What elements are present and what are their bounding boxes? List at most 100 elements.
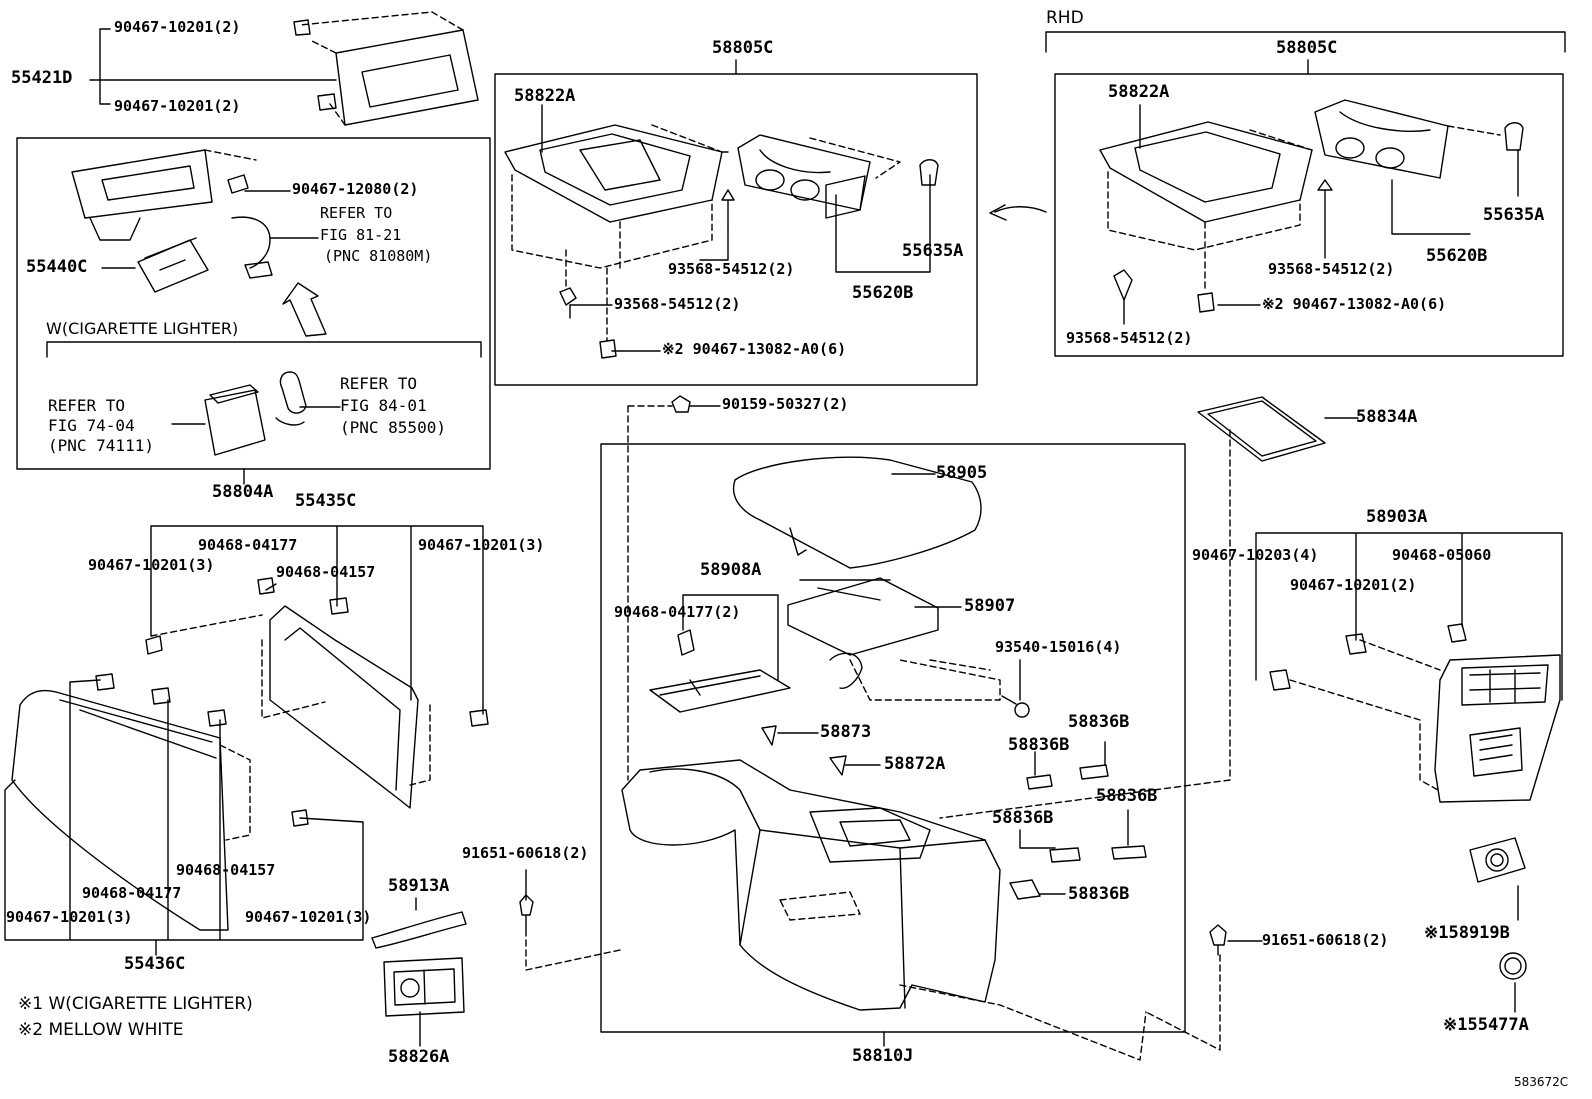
bracket-58908a — [682, 594, 779, 681]
ref-7404-l2: FIG 74-04 — [48, 416, 135, 435]
ref-8121-l3: (PNC 81080M) — [324, 247, 433, 265]
shift-bezel-rhd-frame — [1054, 73, 1564, 357]
part-label-90467-10201-c: 90467-10201(3) — [418, 536, 545, 554]
part-55436c-panel — [11, 673, 309, 931]
part-label-58836b-1: 58836B — [1008, 735, 1070, 755]
part-label-55477a: ※155477A — [1443, 1015, 1529, 1035]
part-screw-93568-left — [559, 189, 735, 359]
part-label-55620b-right: 55620B — [1426, 246, 1488, 266]
dash-91651-left — [525, 929, 621, 971]
leader-93568-upper — [699, 227, 729, 261]
part-55440c-ashtray — [137, 237, 209, 293]
leader-58836b-4 — [1019, 829, 1056, 849]
part-58919b-socket — [1469, 837, 1526, 883]
part-58810j-console — [621, 759, 1147, 1061]
part-58836b-pads — [1009, 764, 1147, 900]
leader-55620b-left — [835, 174, 931, 273]
part-label-58907: 58907 — [964, 596, 1016, 616]
part-58873-58872a — [761, 725, 847, 776]
part-55620b-right — [1314, 99, 1501, 179]
part-label-58810j: 58810J — [852, 1046, 914, 1066]
part-58834a-mat — [1197, 396, 1326, 462]
dash-91651-right — [1145, 954, 1221, 1051]
part-label-58805c-right: 58805C — [1276, 38, 1338, 58]
part-58907-hinge — [787, 577, 1001, 701]
part-58913a — [371, 911, 467, 949]
part-58822a-left — [504, 124, 731, 269]
part-55421d-bezel — [293, 11, 479, 126]
part-label-90467-10203: 90467-10203(4) — [1192, 546, 1319, 564]
part-label-90467-10201-g: 90467-10201(2) — [1290, 576, 1417, 594]
rhd-arrow — [989, 204, 1047, 221]
ref-8401-l3: (PNC 85500) — [340, 418, 446, 437]
part-label-90467-12080: 90467-12080(2) — [292, 180, 419, 198]
part-55477a-cap — [1499, 952, 1527, 980]
leader-90468-04157 — [265, 583, 277, 591]
part-label-58805c-left: 58805C — [712, 38, 774, 58]
part-58905-armrest — [733, 456, 982, 569]
part-label-58826a: 58826A — [388, 1047, 450, 1067]
part-label-93568-d: 93568-54512(2) — [1066, 329, 1193, 347]
shift-bezel-lhd-frame — [494, 73, 978, 386]
part-91651-bolts — [519, 894, 1227, 956]
ref-8401-l1: REFER TO — [340, 374, 418, 393]
part-label-90468-04157-b: 90468-04157 — [176, 861, 276, 879]
part-label-58913a: 58913A — [388, 876, 450, 896]
bracket-55436c — [4, 679, 364, 956]
part-label-58822a-left: 58822A — [514, 86, 576, 106]
figure-id: 583672C — [1514, 1075, 1569, 1089]
part-label-90467-10201-e: 90467-10201(3) — [6, 908, 133, 926]
part-label-58836b-5: 58836B — [1068, 884, 1130, 904]
part-label-90467-13082-left: ※2 90467-13082-A0(6) — [662, 340, 847, 358]
part-label-91651-b: 91651-60618(2) — [1262, 931, 1389, 949]
part-55620b-left — [737, 134, 901, 219]
part-label-55635a-left: 55635A — [902, 241, 964, 261]
ref-8121-l1: REFER TO — [320, 204, 393, 222]
part-label-55620b-left: 55620B — [852, 283, 914, 303]
part-label-90467-10201-a: 90467-10201(2) — [114, 18, 241, 36]
dash-90159 — [627, 405, 673, 781]
part-lighter-bezel — [71, 149, 273, 279]
part-label-58903a: 58903A — [1366, 507, 1428, 527]
ref-8401-l2: FIG 84-01 — [340, 396, 427, 415]
part-label-55635a-right: 55635A — [1483, 205, 1545, 225]
part-label-58822a-right: 58822A — [1108, 82, 1170, 102]
part-label-90468-04177-c: 90468-04177(2) — [614, 603, 741, 621]
part-label-93568-b: 93568-54512(2) — [614, 295, 741, 313]
part-55635a-right — [1504, 122, 1524, 151]
part-label-90468-04177-a: 90468-04177 — [198, 536, 298, 554]
part-label-58919b: ※158919B — [1424, 923, 1510, 943]
rhd-bracket — [1045, 31, 1566, 53]
bracket-55421d — [99, 28, 111, 105]
part-label-93568-a: 93568-54512(2) — [668, 260, 795, 278]
part-ashtray-74111 — [204, 384, 266, 456]
up-arrow — [282, 282, 327, 337]
part-label-55440c: 55440C — [26, 257, 88, 277]
part-label-55436c: 55436C — [124, 954, 186, 974]
note-2: ※2 MELLOW WHITE — [18, 1020, 184, 1040]
part-58908a-latch — [649, 629, 791, 713]
part-label-93540: 93540-15016(4) — [995, 638, 1122, 656]
part-label-58908a: 58908A — [700, 560, 762, 580]
part-58822a-right — [1099, 121, 1313, 291]
ref-7404-l3: (PNC 74111) — [48, 436, 154, 455]
part-label-58873: 58873 — [820, 722, 872, 742]
w-cig-bracket — [46, 341, 482, 358]
part-93540-screw — [1001, 695, 1030, 718]
part-58826a — [383, 957, 465, 1017]
part-label-58836b-4: 58836B — [992, 808, 1054, 828]
note-1: ※1 W(CIGARETTE LIGHTER) — [18, 994, 253, 1014]
part-label-93568-c: 93568-54512(2) — [1268, 260, 1395, 278]
part-label-90159: 90159-50327(2) — [722, 395, 849, 413]
part-55435c-panel — [145, 577, 489, 809]
part-label-90467-13082-right: ※2 90467-13082-A0(6) — [1262, 295, 1447, 313]
part-label-91651-a: 91651-60618(2) — [462, 844, 589, 862]
w-cig-header: W(CIGARETTE LIGHTER) — [46, 319, 239, 338]
ref-8121-l2: FIG 81-21 — [320, 226, 402, 244]
part-screw-93568-right — [1113, 179, 1333, 313]
part-label-90468-04157-a: 90468-04157 — [276, 563, 376, 581]
part-label-90467-10201-b: 90467-10201(2) — [114, 97, 241, 115]
part-55635a-left — [919, 159, 939, 186]
